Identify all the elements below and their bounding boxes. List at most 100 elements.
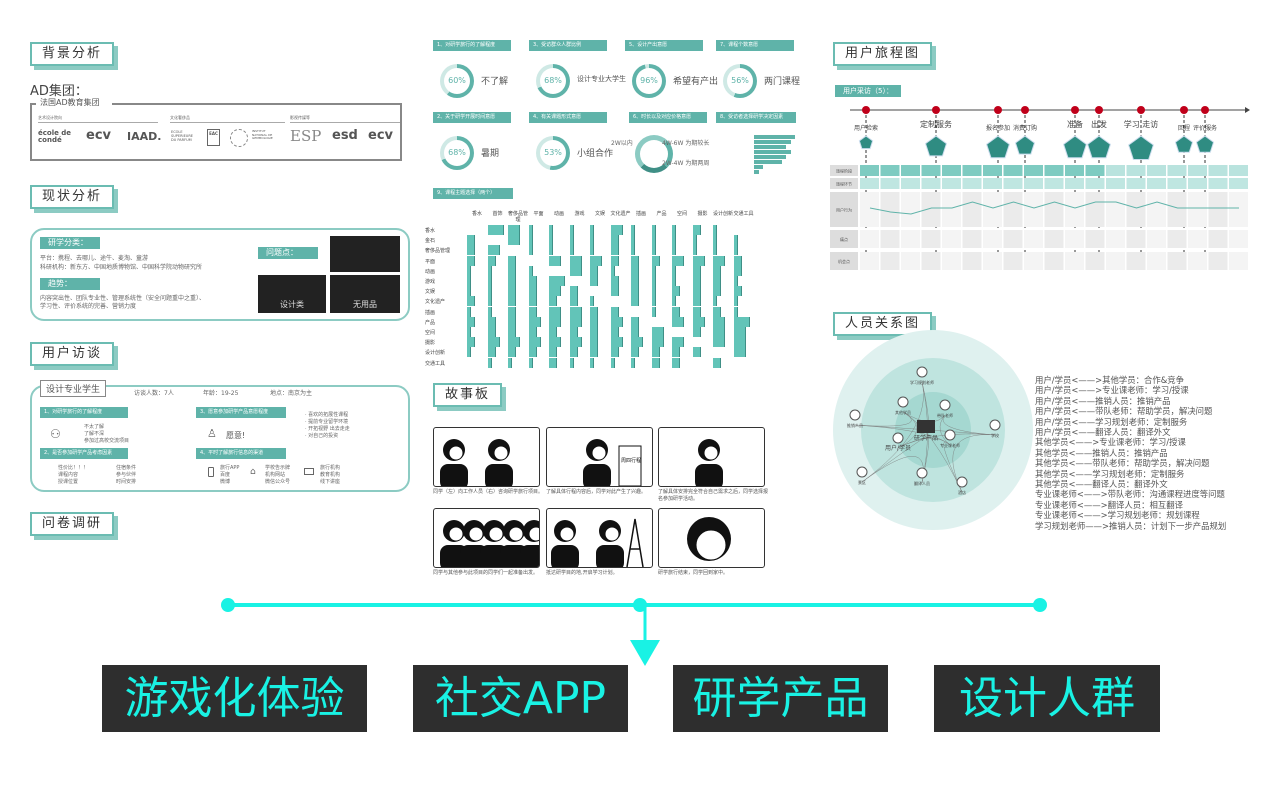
matrix-bar <box>651 337 664 348</box>
journey-cell <box>1003 178 1023 189</box>
person-node-icon <box>944 429 956 441</box>
journey-cell <box>901 230 920 248</box>
matrix-bar <box>487 357 492 368</box>
matrix-bar <box>610 286 619 297</box>
journey-cell <box>942 252 961 270</box>
stage-label: 出发 <box>1091 119 1107 129</box>
matrix-bar <box>549 316 561 327</box>
matrix-bar <box>569 347 578 358</box>
stage-marker <box>1071 106 1079 114</box>
matrix-bar <box>487 327 496 337</box>
matrix-bar <box>631 276 639 286</box>
matrix-bar <box>528 245 533 256</box>
stage-marker <box>862 106 870 114</box>
rating-pentagon-icon <box>1128 135 1154 161</box>
timeline-arrow-icon <box>1245 107 1250 113</box>
journey-cell <box>1208 230 1228 248</box>
journey-cell <box>880 165 900 176</box>
matrix-bar <box>713 296 717 307</box>
matrix-bar <box>528 265 533 276</box>
matrix-bar <box>651 327 664 337</box>
journey-cell <box>1065 230 1084 248</box>
matrix-bar <box>467 306 471 317</box>
journey-cell <box>942 192 961 227</box>
interview-q3-tag: 3、愿意参加研学产品意愿程度 <box>196 407 286 418</box>
percent-ring: 96% <box>632 64 666 98</box>
matrix-bar <box>528 296 537 307</box>
matrix-bar <box>672 296 676 307</box>
q3-answer: 愿意! <box>226 431 246 440</box>
person-node-icon <box>916 366 928 378</box>
relation-item: 专业课老师<——>带队老师：沟通课程进度等问题 <box>1035 489 1225 500</box>
matrix-bar <box>713 245 717 256</box>
journey-cell <box>1044 192 1064 227</box>
relation-node-label: 学习规划老师 <box>910 379 934 385</box>
answer: 参加过高校交流项目 <box>84 438 130 444</box>
thinking-person-icon: ⚇ <box>50 427 61 441</box>
matrix-bar <box>733 306 738 317</box>
storyboard-panel <box>658 427 765 487</box>
journey-cell <box>1106 178 1125 189</box>
percent-ring-value: 53% <box>540 140 566 166</box>
reason: · 开拓视野 出去走走 <box>305 426 350 432</box>
matrix-bar <box>590 357 594 368</box>
journey-cell <box>1044 252 1064 270</box>
journey-cell <box>962 252 982 270</box>
percent-ring-value: 96% <box>636 68 662 94</box>
journey-row-header <box>830 252 858 270</box>
journey-cell <box>860 230 879 248</box>
matrix-bar <box>692 255 705 266</box>
matrix-bar <box>569 306 582 317</box>
relation-item: 用户/学员<——带队老师：帮助学员，解决问题 <box>1035 406 1213 417</box>
matrix-bar <box>672 316 684 327</box>
journey-cell <box>1188 165 1207 176</box>
journey-cell <box>1126 192 1146 227</box>
matrix-row-label: 文化遗产 <box>425 299 446 306</box>
matrix-bar <box>692 235 697 246</box>
answer: 性价比！！！ <box>58 465 89 471</box>
journey-cell <box>942 178 961 189</box>
topic-matrix-chart: 香水首饰奢侈品管理平面动画游戏文娱文化遗产插画产品空间摄影设计创新交通工具香水金… <box>425 210 765 370</box>
matrix-bar <box>528 286 537 297</box>
matrix-bar <box>733 265 742 276</box>
matrix-bar <box>508 235 520 246</box>
conclusion-gamification: 游戏化体验 <box>102 665 367 732</box>
matrix-bar <box>467 265 471 276</box>
stage-label: 用户检索 <box>854 124 878 132</box>
logo-gemmology-text: INSTITUT NATIONAL DE GEMMOLOGIE <box>252 129 273 140</box>
matrix-column-label: 插画 <box>635 211 646 217</box>
relation-line <box>902 411 963 493</box>
matrix-bar <box>733 245 738 256</box>
matrix-bar <box>528 347 537 358</box>
stage-label: 学习 走访 <box>1124 119 1159 129</box>
matrix-bar <box>508 306 516 317</box>
matrix-bar <box>631 255 639 266</box>
status-box <box>30 228 410 321</box>
illustration-person-icon <box>695 439 723 486</box>
journey-subtitle: 用户采访（5）： <box>835 85 901 97</box>
category-label: 艺术设计院向 <box>38 114 158 123</box>
ad-group-box-title: 法国AD教育集团 <box>38 97 102 108</box>
storyboard-panel: 周四行程 <box>546 427 653 487</box>
relation-node-label: 推销人员 <box>847 422 863 428</box>
matrix-bar <box>569 296 578 307</box>
storyboard-panel <box>658 508 765 568</box>
matrix-bar <box>610 276 619 286</box>
storyboard-caption: 抵达研学目的地,开启学习计划。 <box>546 570 618 576</box>
factor-bar <box>754 160 782 164</box>
illustration-person-icon <box>551 518 644 567</box>
stage-label: 评价服务 <box>1193 124 1217 132</box>
person-node-icon <box>856 466 868 478</box>
matrix-bar <box>508 265 516 276</box>
storyboard-panel <box>433 508 540 568</box>
matrix-bar <box>651 357 660 368</box>
relation-node-label: 带队老师 <box>937 412 953 418</box>
matrix-column-label: 文娱 <box>594 211 605 217</box>
section-header-questionnaire: 问卷调研 <box>30 512 115 536</box>
matrix-row-label: 产品 <box>425 319 436 326</box>
matrix-bar <box>610 265 615 276</box>
relation-node-label: 学校 <box>991 432 999 438</box>
percent-ring: 60% <box>440 64 474 98</box>
matrix-bar <box>672 306 680 317</box>
